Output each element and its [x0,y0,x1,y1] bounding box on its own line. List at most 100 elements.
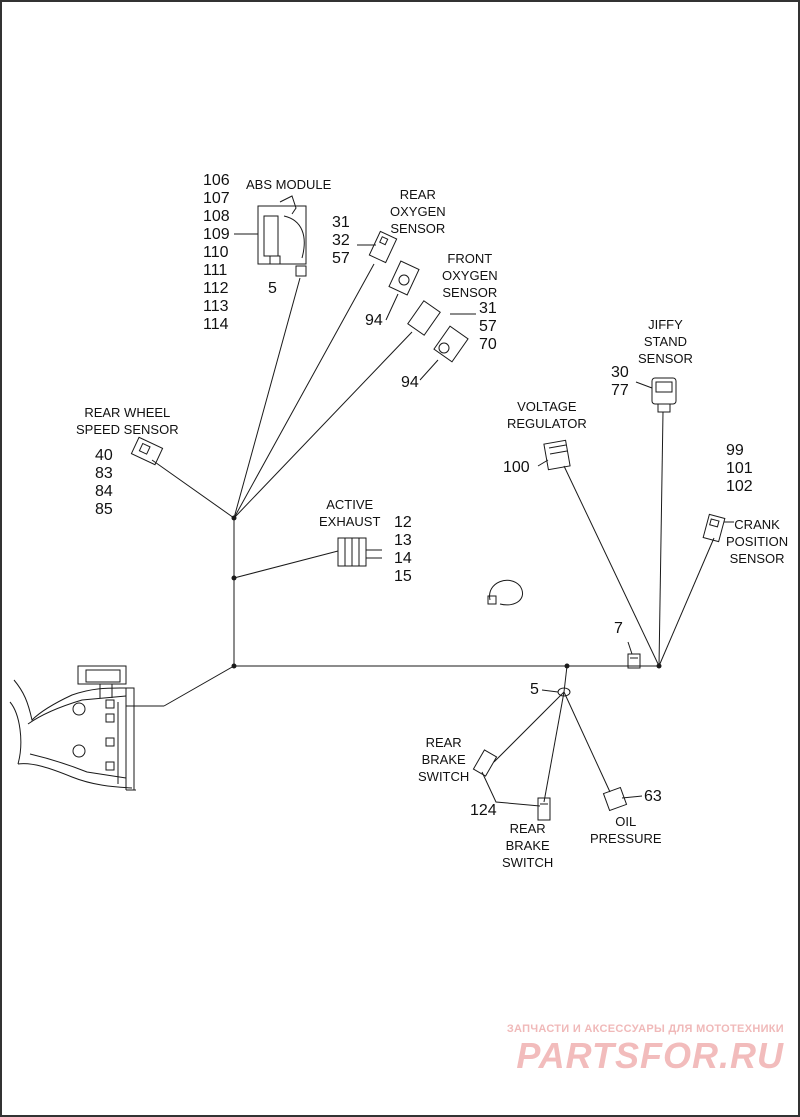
part-number: 40 [95,447,113,464]
front-oxygen-label: FRONT OXYGEN SENSOR [442,250,498,301]
part-number: 110 [203,244,229,261]
jiffy-stand-part-numbers: 30 77 [611,364,629,400]
voltage-regulator-connector-icon [537,439,571,471]
rear-brake-switch-label-upper: REAR BRAKE SWITCH [418,734,469,785]
connector-7-callout: 7 [614,620,623,637]
part-number: 13 [394,532,412,549]
label-line: ACTIVE [326,497,374,512]
part-number: 57 [479,318,497,335]
active-exhaust-label: ACTIVE EXHAUST [319,496,380,530]
part-number: 106 [203,172,230,189]
part-number: 30 [611,364,629,381]
rear-oxygen-label: REAR OXYGEN SENSOR [390,186,446,237]
rear-wheel-speed-part-numbers: 40 83 84 85 [95,447,113,519]
abs-module-label: ABS MODULE [246,177,332,192]
inline-connector-icon [627,641,641,669]
label-line: REAR WHEEL [84,405,171,420]
part-number: 84 [95,483,113,500]
rear-brake-switch-connector-icon [472,749,551,821]
part-number: 70 [479,336,497,353]
label-line: VOLTAGE [517,399,577,414]
part-number: 102 [726,478,753,495]
part-number: 85 [95,501,113,518]
abs-module-part-numbers: 106 107 108 109 110 111 112 113 114 [203,172,230,334]
label-line: BRAKE [505,838,550,853]
label-line: SENSOR [729,551,785,566]
voltage-regulator-callout: 100 [503,459,530,476]
rear-wheel-speed-connector-icon [130,436,164,466]
crank-position-part-numbers: 99 101 102 [726,442,753,496]
part-number: 109 [203,226,230,243]
part-number: 77 [611,382,629,399]
part-number: 15 [394,568,412,585]
front-oxygen-part-numbers: 31 57 70 [479,300,497,354]
label-line: SWITCH [502,855,554,870]
watermark-logo: PARTSFOR.RU [516,1035,784,1076]
part-number: 14 [394,550,412,567]
part-number: 111 [203,262,228,279]
part-number: 83 [95,465,113,482]
part-number: 31 [479,300,497,317]
crank-position-connector-icon [702,513,734,543]
rear-brake-switch-label-lower: REAR BRAKE SWITCH [502,820,553,871]
label-line: REAR [425,735,462,750]
rear-wheel-speed-label: REAR WHEEL SPEED SENSOR [76,404,179,438]
label-line: SPEED SENSOR [76,422,179,437]
label-line: EXHAUST [319,514,381,529]
part-number: 101 [726,460,753,477]
abs-module-icon [234,195,307,277]
front-oxygen-cap-callout: 94 [401,374,419,391]
rear-brake-callout: 124 [470,802,497,819]
label-line: SENSOR [442,285,498,300]
rear-oxygen-part-numbers: 31 32 57 [332,214,350,268]
rear-oxygen-cap-callout: 94 [365,312,383,329]
part-number: 31 [332,214,350,231]
rear-oxygen-connector-icon [357,230,420,321]
main-harness [151,263,715,807]
label-line: SENSOR [390,221,446,236]
abs-clip-callout: 5 [268,280,277,297]
wire-clamp-icon [487,579,523,606]
label-line: REAR [509,821,546,836]
oil-pressure-callout: 63 [644,788,662,805]
frame-section [9,665,164,791]
part-number: 107 [203,190,230,207]
part-number: 113 [203,298,229,315]
label-line: CRANK [734,517,780,532]
part-number: 99 [726,442,744,459]
label-line: REAR [399,187,436,202]
oil-pressure-label: OIL PRESSURE [590,813,662,847]
label-line: BRAKE [421,752,466,767]
label-line: FRONT [447,251,493,266]
voltage-regulator-label: VOLTAGE REGULATOR [507,398,587,432]
jiffy-stand-connector-icon [635,377,677,413]
harness-clip-icon [541,687,571,697]
label-line: OXYGEN [442,268,498,283]
part-number: 57 [332,250,350,267]
jiffy-stand-label: JIFFY STAND SENSOR [638,316,693,367]
part-number: 112 [203,280,229,297]
watermark: ЗАПЧАСТИ И АКСЕССУАРЫ ДЛЯ МОТОТЕХНИКИ PA… [507,1023,784,1077]
label-line: OIL [615,814,637,829]
label-line: POSITION [726,534,789,549]
label-line: PRESSURE [590,831,662,846]
oil-pressure-sender-icon [602,786,643,812]
watermark-tagline: ЗАПЧАСТИ И АКСЕССУАРЫ ДЛЯ МОТОТЕХНИКИ [506,1023,784,1035]
part-number: 32 [332,232,350,249]
label-line: OXYGEN [390,204,446,219]
front-oxygen-connector-icon [407,300,476,381]
label-line: STAND [643,334,687,349]
junction-dots [231,515,662,669]
active-exhaust-part-numbers: 12 13 14 15 [394,514,412,586]
label-line: SENSOR [638,351,693,366]
active-exhaust-connector-icon [337,537,382,567]
part-number: 12 [394,514,412,531]
crank-position-label: CRANK POSITION SENSOR [726,516,788,567]
clip-5-callout: 5 [530,681,539,698]
label-line: SWITCH [418,769,470,784]
part-number: 114 [203,316,229,333]
label-line: JIFFY [648,317,683,332]
part-number: 108 [203,208,230,225]
